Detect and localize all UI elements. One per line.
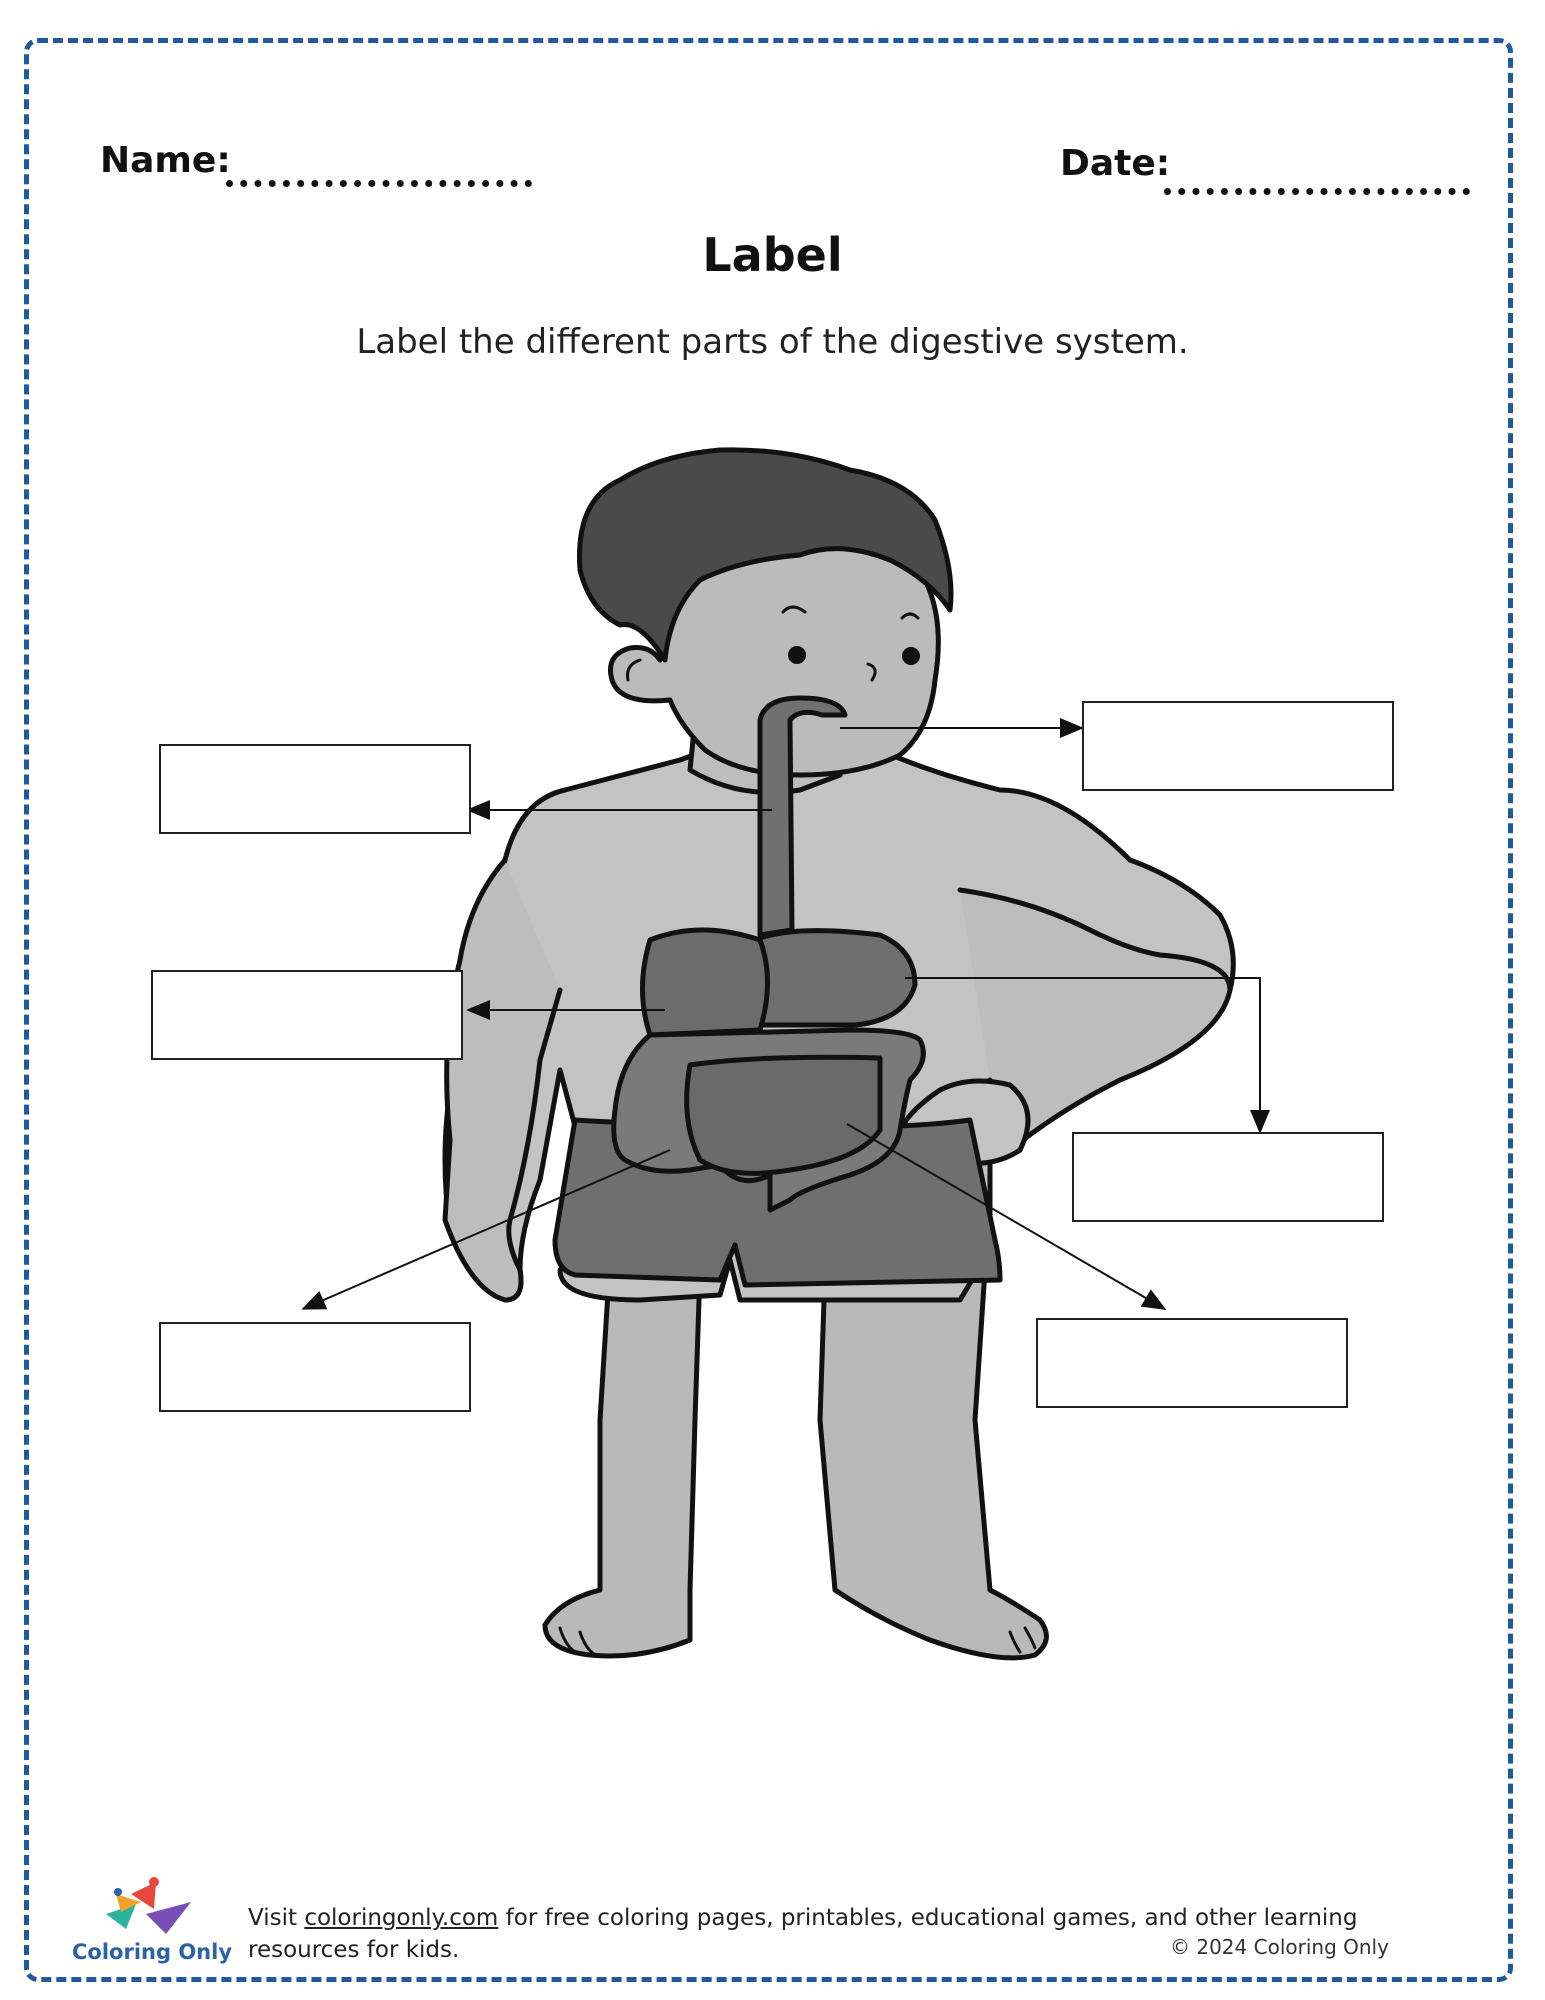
date-label: Date: [1060, 143, 1171, 184]
pointer-small-intestine [846, 1123, 1167, 1311]
name-label: Name: [100, 140, 231, 181]
pointer-large-intestine [301, 1149, 671, 1310]
left-leg [542, 1257, 703, 1659]
date-field[interactable] [1164, 188, 1470, 195]
copyright: © 2024 Coloring Only [1170, 1935, 1389, 1959]
footer-text: Visit coloringonly.com for free coloring… [248, 1905, 1358, 1963]
digestive-system-illustration [301, 447, 1270, 1661]
left-arm [442, 857, 563, 1303]
pointer-stomach [905, 977, 1270, 1134]
label-box[interactable] [1082, 701, 1394, 791]
small-intestine [684, 1054, 883, 1176]
coloringonly-link[interactable]: coloringonly.com [304, 1905, 499, 1931]
instruction-text: Label the different parts of the digesti… [356, 322, 1189, 362]
liver [640, 927, 770, 1038]
right-arm [957, 887, 1233, 1153]
esophagus [757, 695, 848, 938]
name-field[interactable] [226, 180, 532, 187]
label-box[interactable] [1072, 1132, 1384, 1222]
label-box[interactable] [151, 970, 463, 1060]
label-box[interactable] [1036, 1318, 1348, 1408]
right-leg [817, 1267, 1049, 1661]
label-box[interactable] [159, 1322, 471, 1412]
hair [577, 447, 954, 663]
logo-text: Coloring Only [72, 1940, 233, 1964]
worksheet-border [24, 38, 1513, 1982]
label-box[interactable] [159, 744, 471, 834]
coloring-only-logo-icon [106, 1877, 191, 1934]
page-title: Label [702, 228, 843, 282]
